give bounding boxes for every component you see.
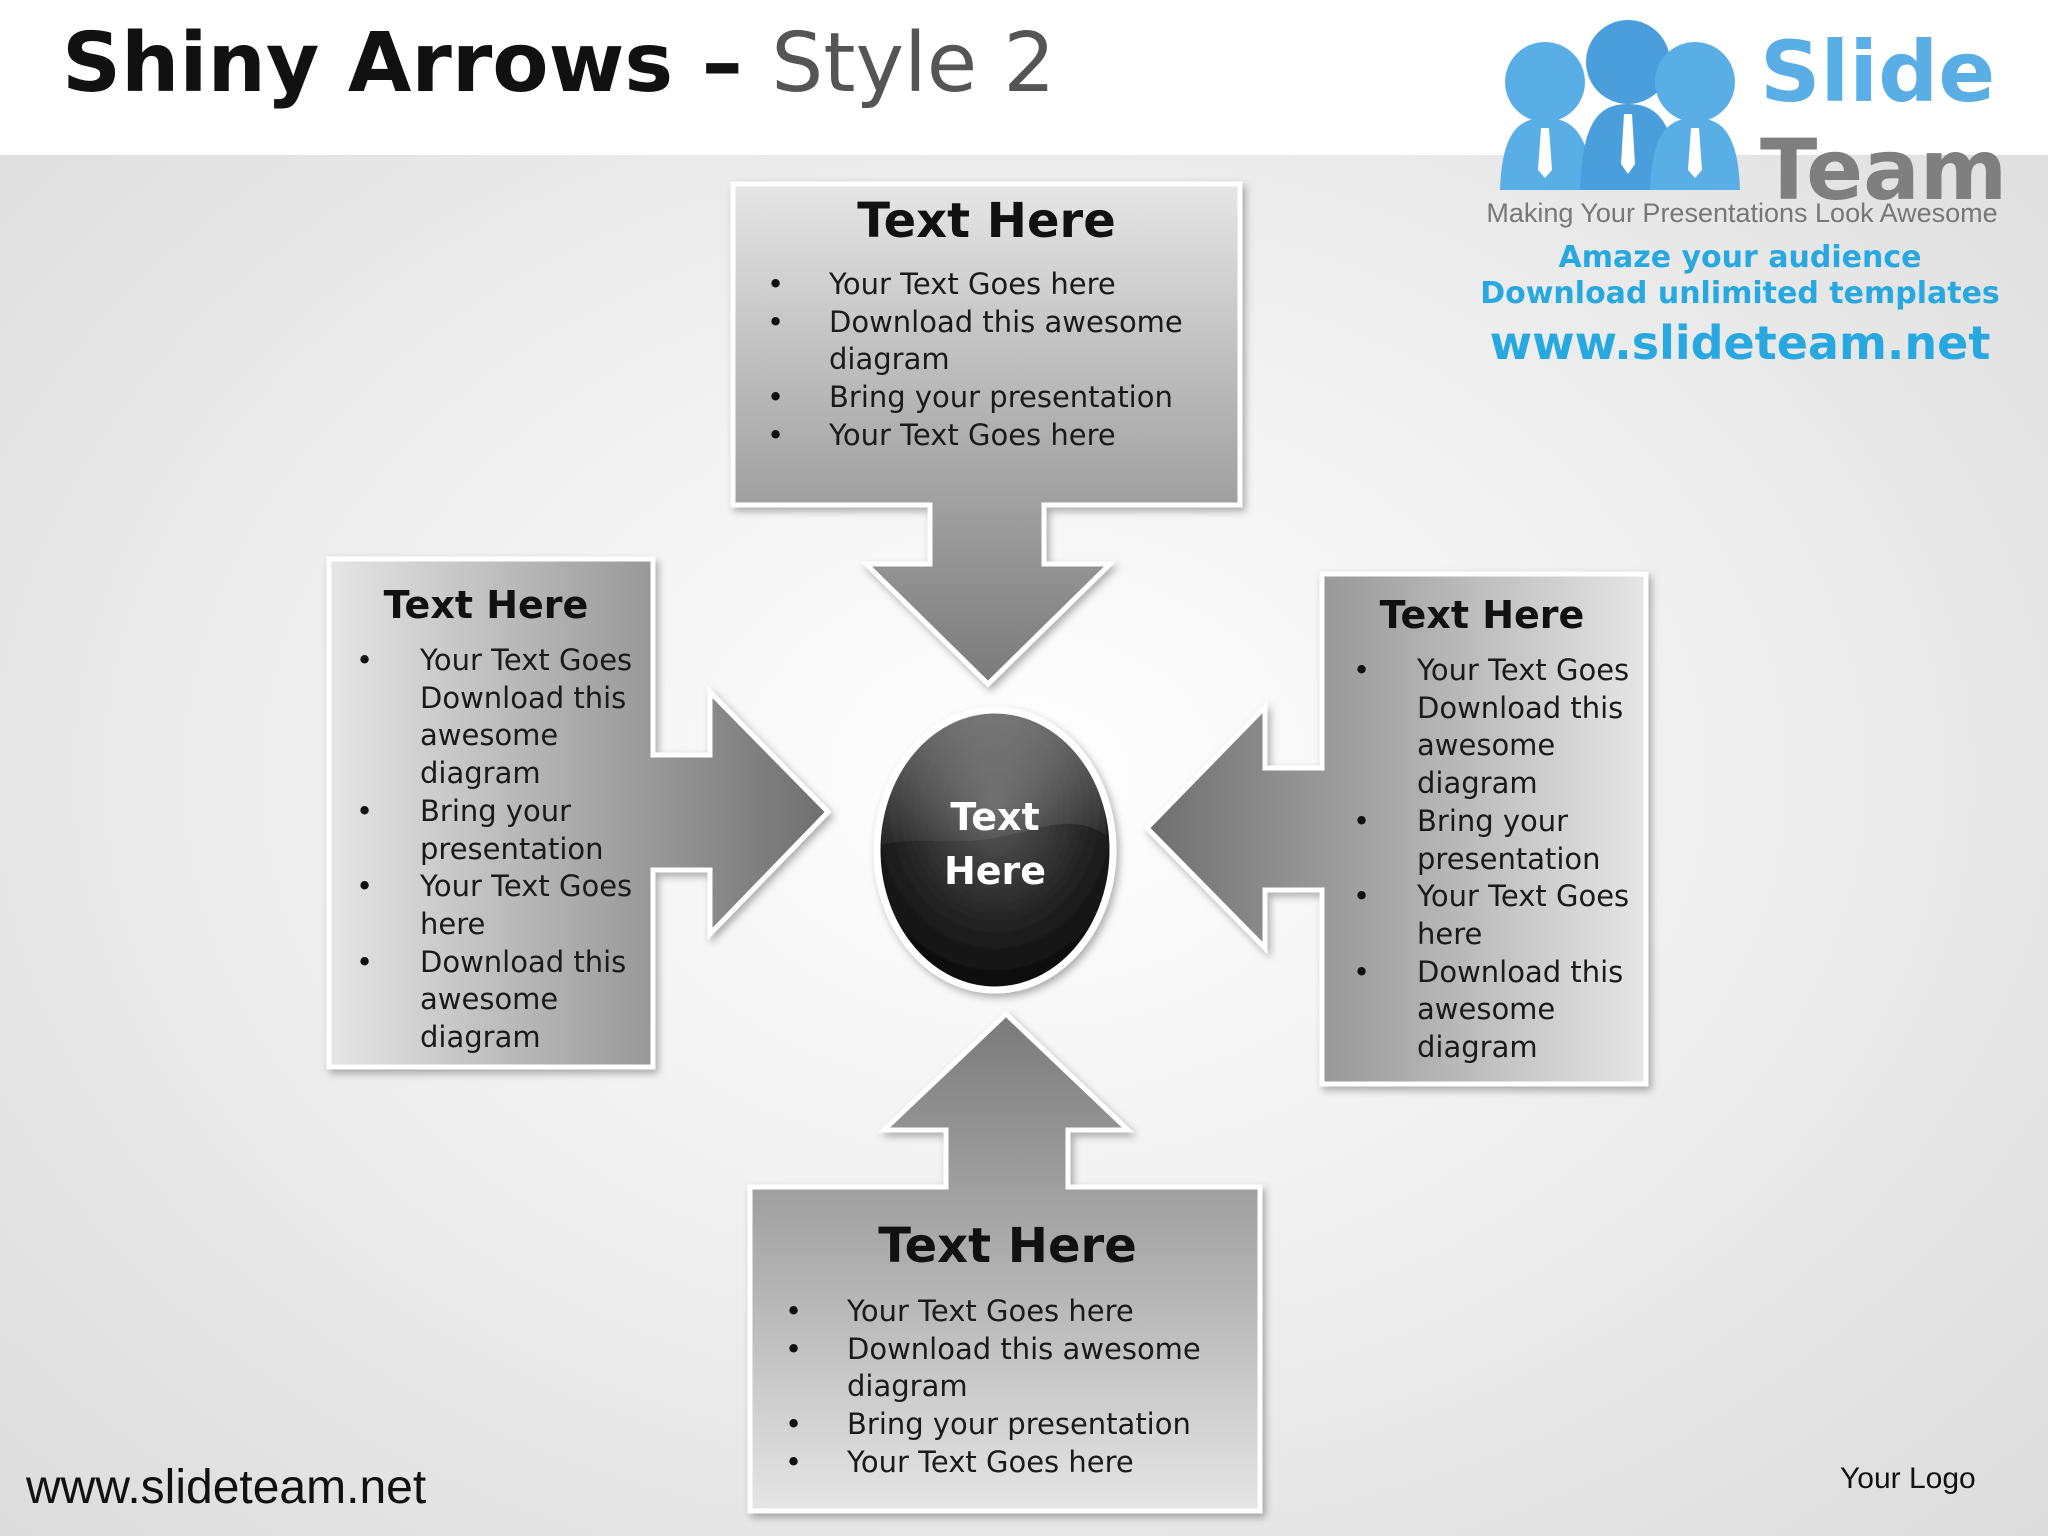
list-item: Download this awesome [785,1331,1247,1369]
brand-slide-text: Slide [1760,23,1996,121]
bottom-box-bullets: Your Text Goes here Download this awesom… [785,1293,1247,1482]
footer-logo-placeholder: Your Logo [1840,1462,1976,1495]
promo-line-2: Download unlimited templates [1480,276,2000,311]
list-item: Bring your presentation [767,379,1229,417]
list-item: Your Text Goes [1353,652,1647,690]
promo-url[interactable]: www.slideteam.net [1489,316,1991,370]
list-item: here [420,906,486,941]
list-item: Your Text Goes [356,868,650,906]
list-item: awesome [1417,992,1556,1027]
list-item: Your Text Goes here [767,417,1229,455]
title-main: Shiny Arrows – [62,16,772,111]
people-logo-icon [1500,20,1740,190]
right-box-heading: Text Here [1379,593,1585,637]
bottom-box-heading: Text Here [878,1218,1137,1274]
list-item: Bring your [356,793,650,831]
list-item: Your Text Goes here [785,1293,1247,1331]
list-item: Your Text Goes here [767,266,1229,304]
list-item: awesome [420,718,559,753]
list-item: presentation [1417,841,1601,876]
list-item: presentation [420,831,604,866]
list-item: Download this [420,680,627,715]
list-item: Your Text Goes here [785,1444,1247,1482]
list-item: Bring your presentation [785,1406,1247,1444]
list-item: diagram [420,756,541,791]
list-item: diagram [1417,1030,1538,1065]
list-item: Bring your [1353,803,1647,841]
brand-team-text: Team [1760,121,2008,219]
list-item: Download this [1417,690,1624,725]
brand-tagline: Making Your Presentations Look Awesome [1486,198,1998,228]
list-item: awesome [420,982,559,1017]
list-item: diagram [420,1020,541,1055]
promo-line-1: Amaze your audience [1558,240,1922,275]
list-item: here [1417,916,1483,951]
top-box-heading: Text Here [857,193,1116,249]
left-box-bullets: Your Text Goes Download this awesome dia… [356,642,650,1057]
center-circle-shine [881,712,1107,845]
list-item: diagram [829,342,950,377]
title-sub: Style 2 [771,16,1056,111]
bottom-arrow-shape [747,1010,1263,1514]
list-item: Download this awesome [767,304,1229,342]
left-box-heading: Text Here [383,583,589,627]
list-item: Your Text Goes [1353,878,1647,916]
list-item: Download this [356,944,650,982]
slide-title: Shiny Arrows – Style 2 [62,14,1055,114]
list-item: awesome [1417,728,1556,763]
list-item: diagram [847,1369,968,1404]
right-box-bullets: Your Text Goes Download this awesome dia… [1353,652,1647,1067]
center-circle-label: Text Here [943,795,1047,893]
list-item: diagram [1417,766,1538,801]
list-item: Your Text Goes [356,642,650,680]
top-box-bullets: Your Text Goes here Download this awesom… [767,266,1229,455]
list-item: Download this [1353,954,1647,992]
footer-url[interactable]: www.slideteam.net [26,1461,427,1514]
